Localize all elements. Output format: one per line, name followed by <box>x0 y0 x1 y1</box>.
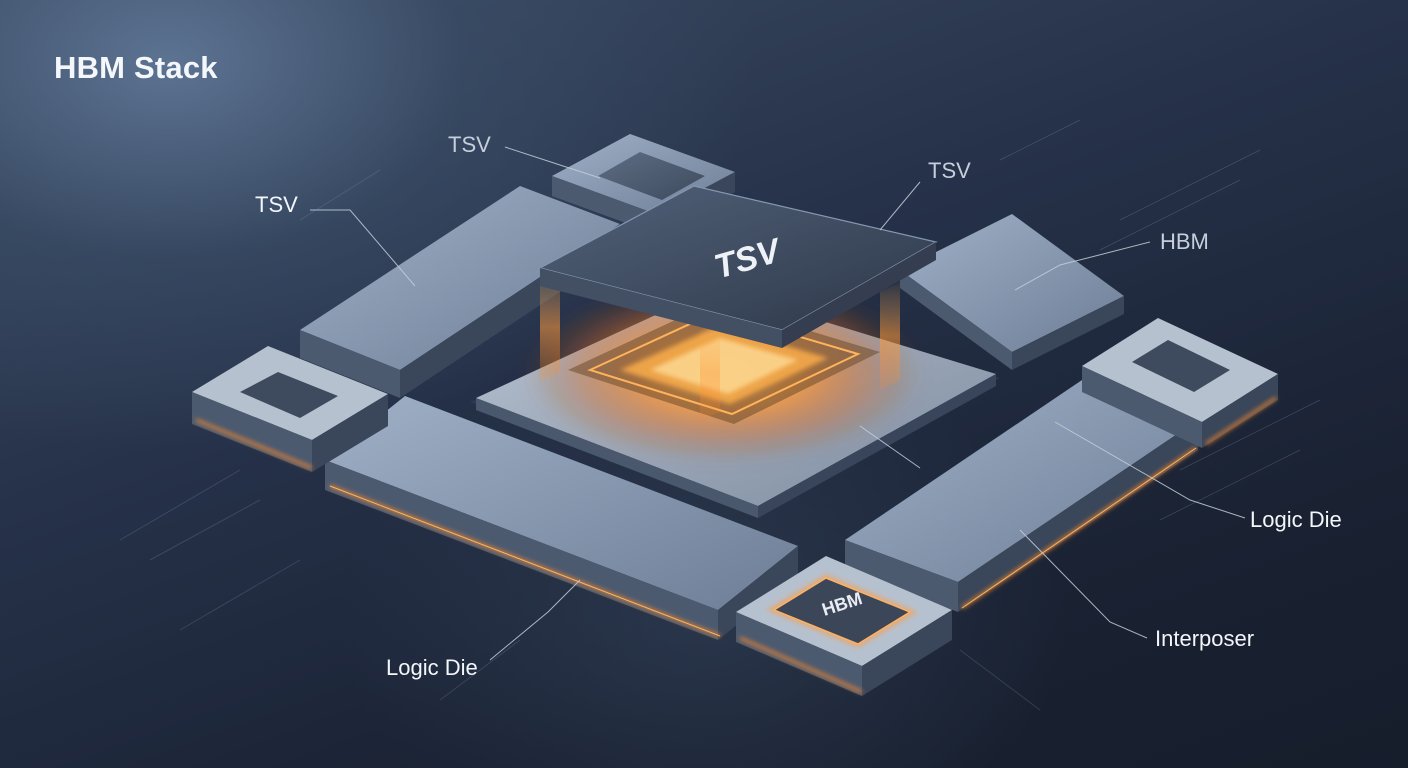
callout-interposer: Interposer <box>1155 626 1255 651</box>
callout-tsv-left: TSV <box>255 192 298 217</box>
memory-module-right <box>900 214 1124 370</box>
callout-logic-die-bottom: Logic Die <box>386 655 478 680</box>
glowing-logic-layer <box>524 282 924 462</box>
tsv-top-die <box>538 185 938 348</box>
logic-die-module-right <box>845 378 1198 612</box>
tsv-pillars <box>540 272 900 420</box>
callout-tsv-right: TSV <box>928 158 971 183</box>
callout-logic-die-right: Logic Die <box>1250 507 1342 532</box>
diagram-title: HBM Stack <box>54 50 218 85</box>
chip-module-left <box>192 346 388 472</box>
chip-module-right <box>1082 318 1278 448</box>
callout-leaders <box>310 146 1246 661</box>
callout-tsv-top: TSV <box>448 132 491 157</box>
background-traces <box>119 119 1321 711</box>
hbm-chip-module <box>736 556 952 696</box>
callout-hbm: HBM <box>1160 229 1209 254</box>
